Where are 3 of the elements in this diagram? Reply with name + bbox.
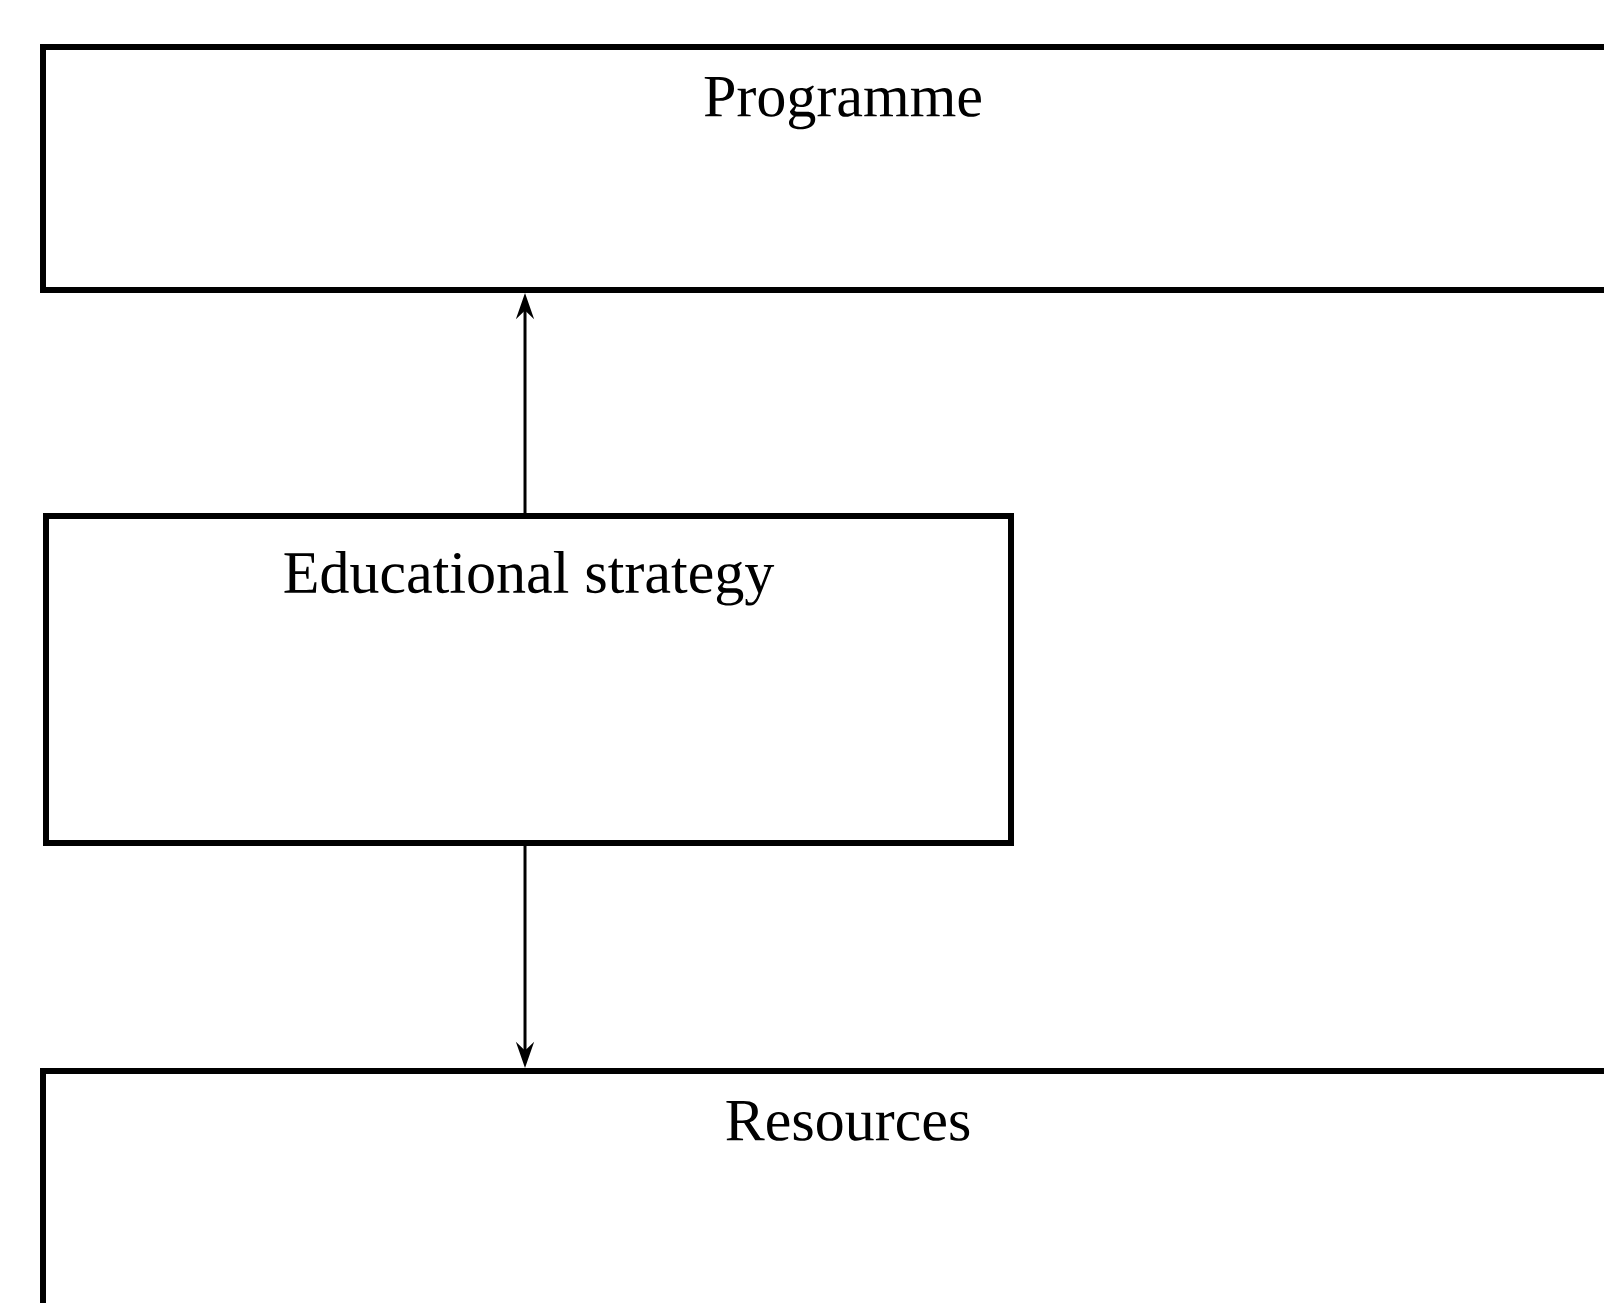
process-box: Educational strategy xyxy=(43,513,1014,846)
process-box: Resources xyxy=(40,1068,1604,1303)
process-box: Programme xyxy=(40,44,1604,293)
